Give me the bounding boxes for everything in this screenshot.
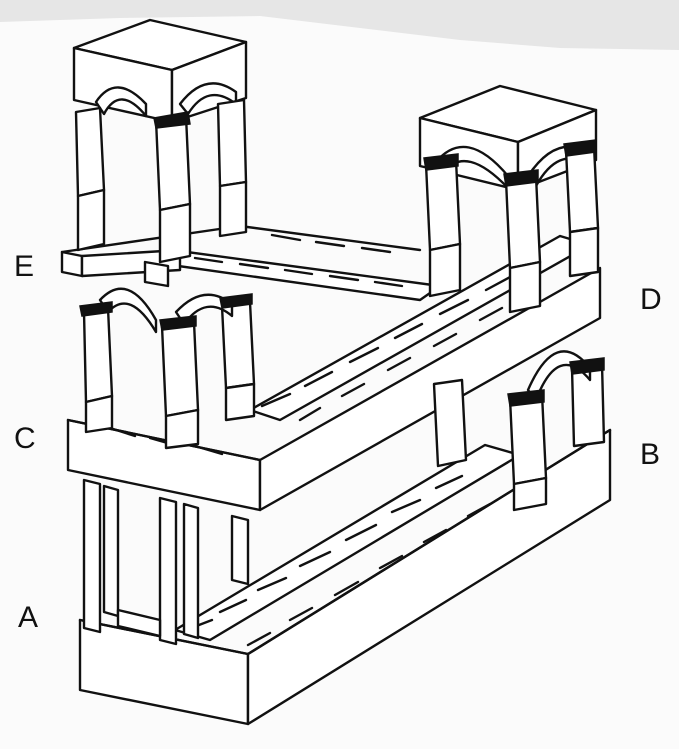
support-piers — [82, 478, 250, 646]
level-label-c: C — [14, 422, 36, 455]
level-label-a: A — [18, 601, 39, 634]
level-label-d: D — [640, 283, 662, 316]
left-lower-columns — [79, 287, 256, 450]
stair-flight-c-d — [248, 234, 592, 422]
left-tower — [72, 18, 248, 264]
level-label-b: B — [640, 438, 661, 471]
right-lower-columns — [432, 350, 606, 512]
right-tower — [418, 84, 600, 314]
level-label-e: E — [14, 250, 35, 283]
stair-flight-d-e — [148, 233, 442, 302]
